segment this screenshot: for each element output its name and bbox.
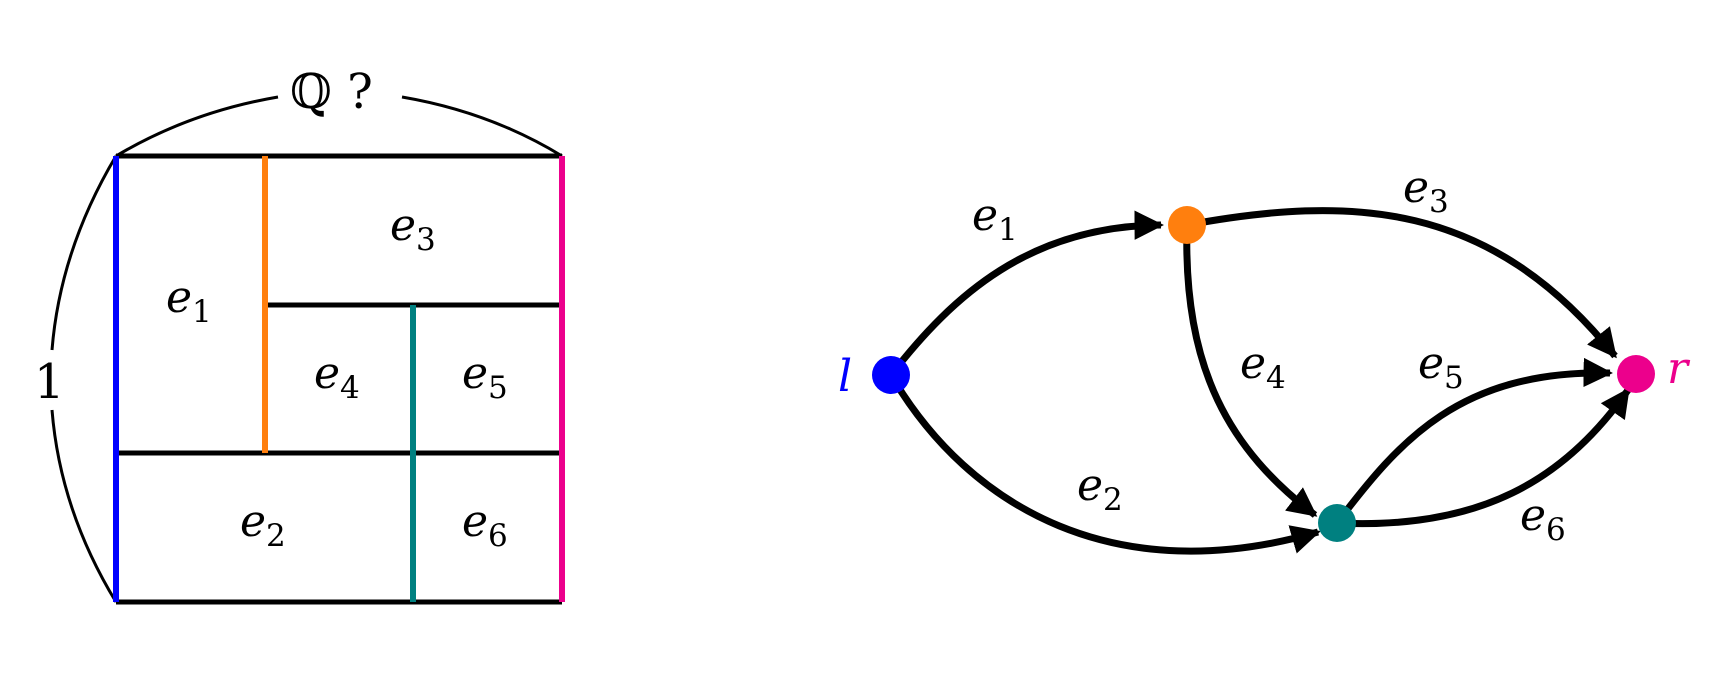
edge-e3	[1186, 207, 1618, 359]
edge-label-e2: e2	[1077, 460, 1123, 518]
top-brace-right	[401, 95, 563, 158]
node-r	[1617, 355, 1655, 393]
edge-label-e4: e4	[1240, 338, 1286, 396]
left-brace-bottom	[50, 409, 118, 603]
rectangle-dissection: ℚ ? 1 e1 e3 e4 e5 e2 e6	[34, 64, 565, 605]
top-label: ℚ ?	[290, 64, 373, 120]
cell-label-e4: e4	[314, 348, 360, 406]
edge-e5	[1334, 357, 1613, 526]
edge-label-e6: e6	[1520, 490, 1566, 548]
node-label-l: l	[838, 351, 852, 402]
node-teal	[1318, 504, 1356, 542]
edge-e2	[887, 373, 1321, 555]
left-brace-top	[50, 155, 118, 351]
directed-graph: l r e1 e2 e3 e4 e5 e6	[838, 162, 1691, 555]
cell-label-e3: e3	[390, 200, 436, 258]
edge-label-e5: e5	[1418, 338, 1464, 396]
cell-label-e1: e1	[166, 272, 212, 330]
node-label-r: r	[1667, 343, 1691, 394]
cell-label-e2: e2	[240, 496, 286, 554]
edge-e4	[1183, 224, 1318, 518]
edge-e1	[888, 210, 1164, 378]
top-brace-left	[115, 95, 279, 158]
left-label: 1	[34, 354, 65, 410]
node-orange	[1168, 206, 1206, 244]
edge-e6	[1336, 387, 1631, 528]
cell-label-e5: e5	[462, 348, 508, 406]
edge-label-e3: e3	[1403, 162, 1449, 220]
edge-label-e1: e1	[972, 190, 1018, 248]
node-l	[872, 356, 910, 394]
cell-label-e6: e6	[462, 496, 508, 554]
